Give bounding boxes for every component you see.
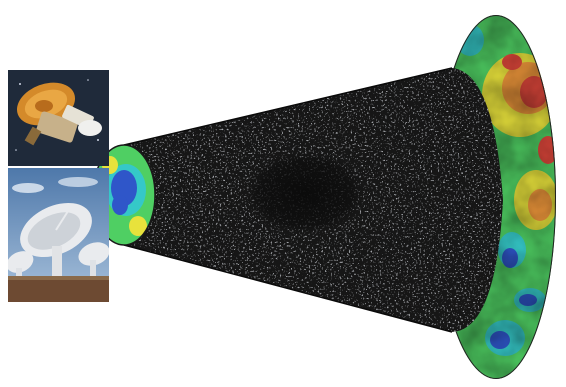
- dark-void-region: [243, 150, 367, 236]
- satellite-photo: [8, 70, 109, 166]
- radio-telescope-photo: [8, 168, 109, 302]
- textured-cone: [110, 60, 510, 340]
